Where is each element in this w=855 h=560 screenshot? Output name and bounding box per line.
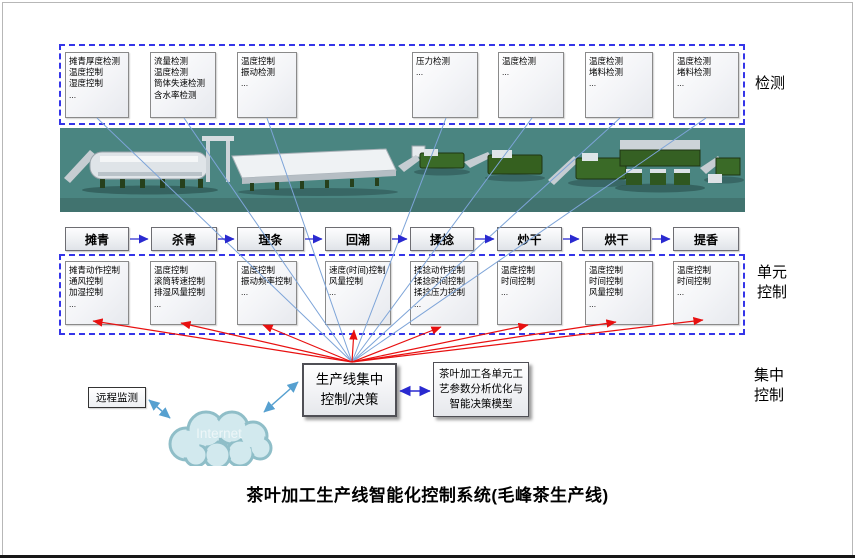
label-unit-control: 单元 控制 [757,263,787,302]
text-line: 滚筒转速控制 [154,276,206,287]
internet-label: Internet [196,426,242,441]
text-line: 单元 [757,264,788,281]
detection-box-4: 压力检测 ... [412,52,478,118]
text-line: ... [241,78,249,89]
text-line: 温度控制 [154,265,189,275]
control-box-4: 速度(时间)控制 风量控制 ... [325,261,391,325]
text-line: 控制 [757,283,788,301]
text-line: 艺参数分析优化与 [439,382,523,395]
text-line: ... [416,67,424,78]
process-step-tanqing: 摊青 [65,227,129,251]
text-line: 温度检测 [154,67,189,78]
text-line: 温度控制 [501,265,536,275]
text-line: 时间控制 [589,276,624,287]
process-step-tixiang: 提香 [673,227,739,251]
process-step-litiao: 理条 [237,227,304,251]
text-line: 温度检测 [502,56,537,66]
text-line: 温度控制 [241,56,276,66]
text-line: 温度控制 [677,265,712,275]
text-line: 风量控制 [329,276,364,287]
text-line: 湿度控制 [69,78,104,89]
cloud-icon: ​ [168,410,273,470]
text-line: 生产线集中 [315,371,384,387]
text-line: 摊青动作控制 [69,265,121,275]
label-detection: 检测 [755,75,786,92]
text-line: 时间控制 [501,276,536,287]
decision-model-box: 茶叶加工各单元工 艺参数分析优化与 智能决策模型 [433,362,529,417]
text-line: 排湿风量控制 [154,287,206,298]
text-line: 控制 [754,386,785,404]
text-line: ... [677,78,685,89]
process-step-chaogan: 炒干 [497,227,562,251]
text-line: 堵料检测 [677,67,712,78]
text-line: ... [502,67,510,78]
control-box-3: 温度控制 振动频率控制 ... [237,261,297,325]
text-line: 时间控制 [677,276,712,287]
text-line: 速度(时间)控制 [329,265,386,275]
central-control-box: 生产线集中 控制/决策 [302,363,397,417]
text-line: 振动频率控制 [241,276,293,287]
text-line: 温度控制 [241,265,276,275]
text-line: 揉捻动作控制 [414,265,466,275]
text-line: 堵料检测 [589,67,624,78]
detection-box-5: 温度检测 ... [498,52,564,118]
control-box-7: 温度控制 时间控制 风量控制 ... [585,261,653,325]
text-line: 含水率检测 [154,89,197,100]
text-line: ... [677,287,685,298]
label-central-control: 集中 控制 [754,366,784,405]
text-line: 温度检测 [589,56,624,66]
process-step-rounian: 揉捻 [410,227,474,251]
text-line: 筒体失速检测 [154,78,206,89]
text-line: 流量检测 [154,56,189,66]
bottom-edge-bar [0,555,855,558]
process-step-huichao: 回潮 [325,227,391,251]
control-box-5: 揉捻动作控制 揉捻时间控制 揉捻压力控制 ... [410,261,478,325]
machinery-illustration [60,128,745,212]
text-line: 风量控制 [589,287,624,298]
process-step-honggan: 烘干 [582,227,651,251]
detection-box-6: 温度检测 堵料检测 ... [585,52,653,118]
control-box-6: 温度控制 时间控制 ... [497,261,562,325]
text-line: 加湿控制 [69,287,104,298]
text-line: 压力检测 [416,56,451,66]
process-step-shaqing: 杀青 [151,227,217,251]
text-line: 集中 [754,367,785,384]
text-line: 揉捻压力控制 [414,287,466,298]
machinery-photo [60,128,745,212]
text-line: 揉捻时间控制 [414,276,466,287]
text-line: ... [414,298,422,309]
text-line: 温度控制 [69,67,104,78]
detection-box-1: 摊青厚度检测 温度控制 湿度控制 ... [65,52,129,118]
detection-box-2: 流量检测 温度检测 筒体失速检测 含水率检测 [150,52,216,118]
text-line: 温度检测 [677,56,712,66]
text-line: ... [501,287,509,298]
text-line: ... [329,287,337,298]
text-line: ... [154,298,162,309]
text-line: 摊青厚度检测 [69,56,121,66]
text-line: 控制/决策 [320,392,379,407]
text-line: ... [69,89,77,100]
diagram-title: 茶叶加工生产线智能化控制系统(毛峰茶生产线) [246,486,609,505]
text-line: ... [241,287,249,298]
text-line: ... [589,298,597,309]
control-box-1: 摊青动作控制 通风控制 加湿控制 ... [65,261,129,325]
text-line: 智能决策模型 [449,398,513,411]
text-line: 通风控制 [69,276,104,287]
control-box-8: 温度控制 时间控制 ... [673,261,739,325]
detection-box-3: 温度控制 振动检测 ... [237,52,297,118]
remote-monitor-box: 远程监测 [88,387,146,408]
text-line: 茶叶加工各单元工 [439,367,523,380]
control-box-2: 温度控制 滚筒转速控制 排湿风量控制 ... [150,261,216,325]
text-line: ... [69,298,77,309]
text-line: 振动检测 [241,67,276,78]
text-line: ... [589,78,597,89]
detection-box-7: 温度检测 堵料检测 ... [673,52,739,118]
internet-cloud: ​ Internet [160,404,278,470]
text-line: 温度控制 [589,265,624,275]
